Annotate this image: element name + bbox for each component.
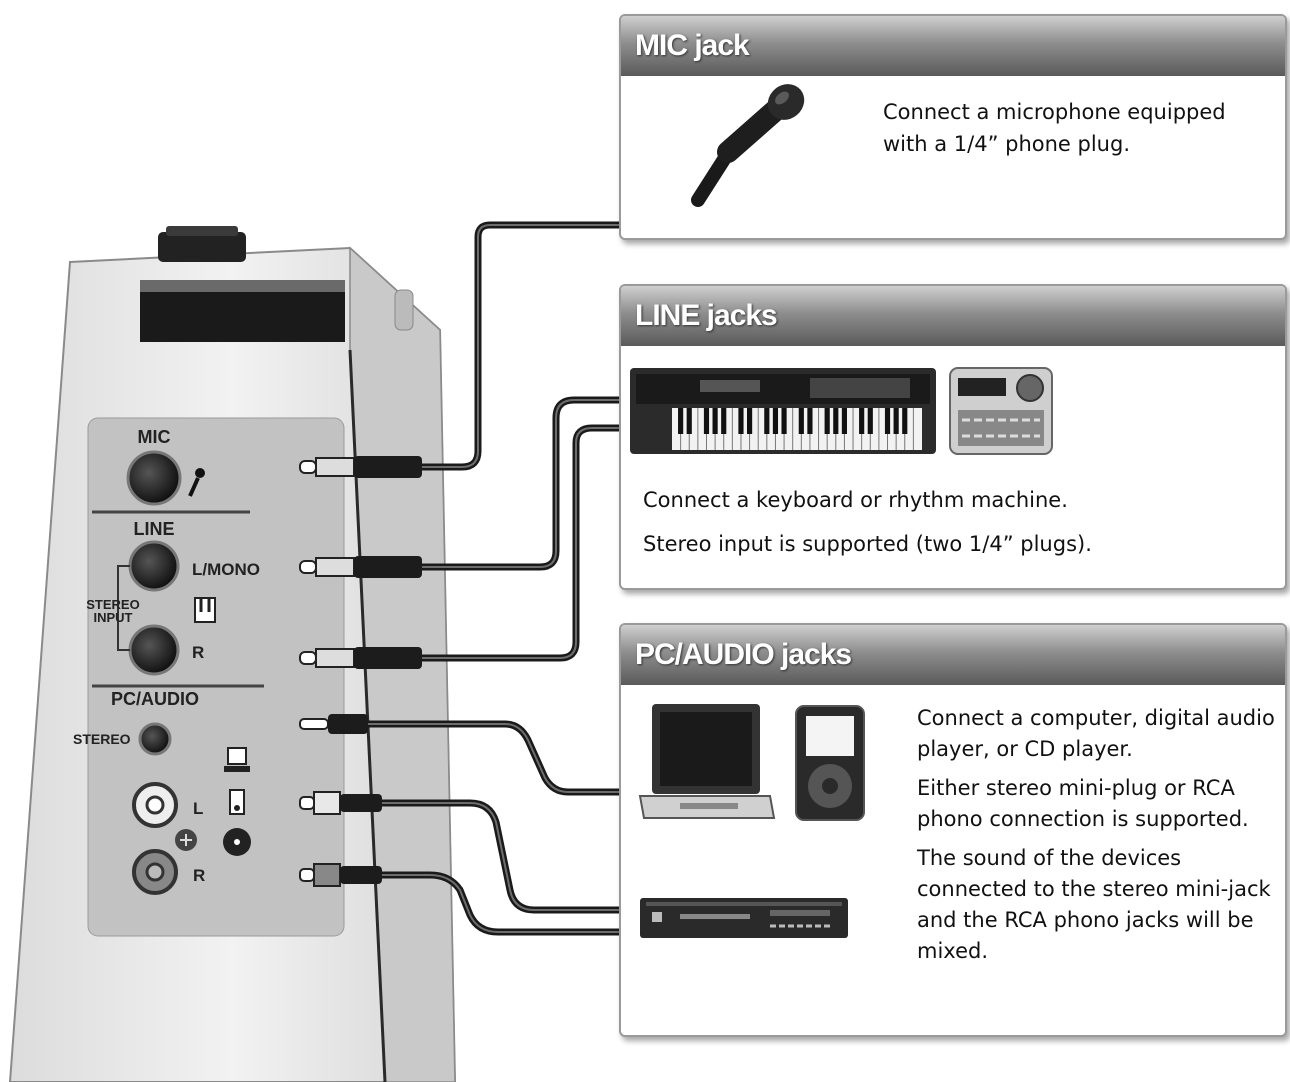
audio-player-icon <box>229 789 245 815</box>
mic-jack-title: MIC jack <box>621 16 1285 76</box>
line-panel-label: LINE <box>133 519 174 539</box>
phone-plug-line-r <box>299 647 422 669</box>
phone-plug-mic <box>299 456 422 478</box>
microphone-icon <box>188 468 205 497</box>
line-jacks-box: LINE jacks Connect a keyboard or rhythm … <box>619 284 1287 590</box>
mic-jack <box>126 450 182 506</box>
rca-plug-white <box>299 791 382 815</box>
l-mono-label: L/MONO <box>192 560 260 579</box>
stereo-mini-jack <box>138 722 172 756</box>
pc-audio-jacks-box: PC/AUDIO jacks Connect a computer, digit… <box>619 623 1287 1037</box>
pc-audio-panel-label: PC/AUDIO <box>111 689 199 709</box>
stereo-input-bracket <box>117 565 130 651</box>
rca-crossfade-icon <box>175 829 197 851</box>
phone-plug-line-l <box>299 556 422 578</box>
stereo-input-label: STEREO <box>86 597 139 612</box>
pc-audio-text-block: Connect a computer, digital audio player… <box>917 703 1277 967</box>
stereo-label: STEREO <box>73 731 131 747</box>
jack-panel: MIC LINE L/MONO R STEREO INPUT PC/AUDIO … <box>73 417 345 937</box>
line-l-jack <box>128 540 180 592</box>
pc-audio-text-2: Either stereo mini-plug or RCA phono con… <box>917 776 1249 831</box>
pc-audio-jacks-title: PC/AUDIO jacks <box>621 625 1285 685</box>
pc-audio-text-3: The sound of the devices connected to th… <box>917 846 1271 963</box>
line-jacks-text-1: Connect a keyboard or rhythm machine. <box>643 488 1068 512</box>
mic-jack-box: MIC jack Connect a microphone equipped w… <box>619 14 1287 240</box>
line-jacks-text-block: Connect a keyboard or rhythm machine. St… <box>643 478 1263 566</box>
line-jacks-title: LINE jacks <box>621 286 1285 346</box>
keyboard-icon <box>194 597 216 623</box>
computer-icon <box>224 747 250 772</box>
rca-plug-red <box>299 863 382 887</box>
stereo-input-label-2: INPUT <box>94 610 133 625</box>
r-label: R <box>192 643 204 662</box>
pc-audio-text-1: Connect a computer, digital audio player… <box>917 706 1275 761</box>
line-r-jack <box>128 624 180 676</box>
line-jacks-text-2: Stereo input is supported (two 1/4” plug… <box>643 532 1092 556</box>
rca-r-label: R <box>193 866 205 885</box>
stereo-mini-plug <box>299 714 368 734</box>
mic-panel-label: MIC <box>138 427 171 447</box>
rca-l-label: L <box>193 799 203 818</box>
cd-icon <box>223 828 251 856</box>
mic-jack-text: Connect a microphone equipped with a 1/4… <box>883 100 1226 156</box>
